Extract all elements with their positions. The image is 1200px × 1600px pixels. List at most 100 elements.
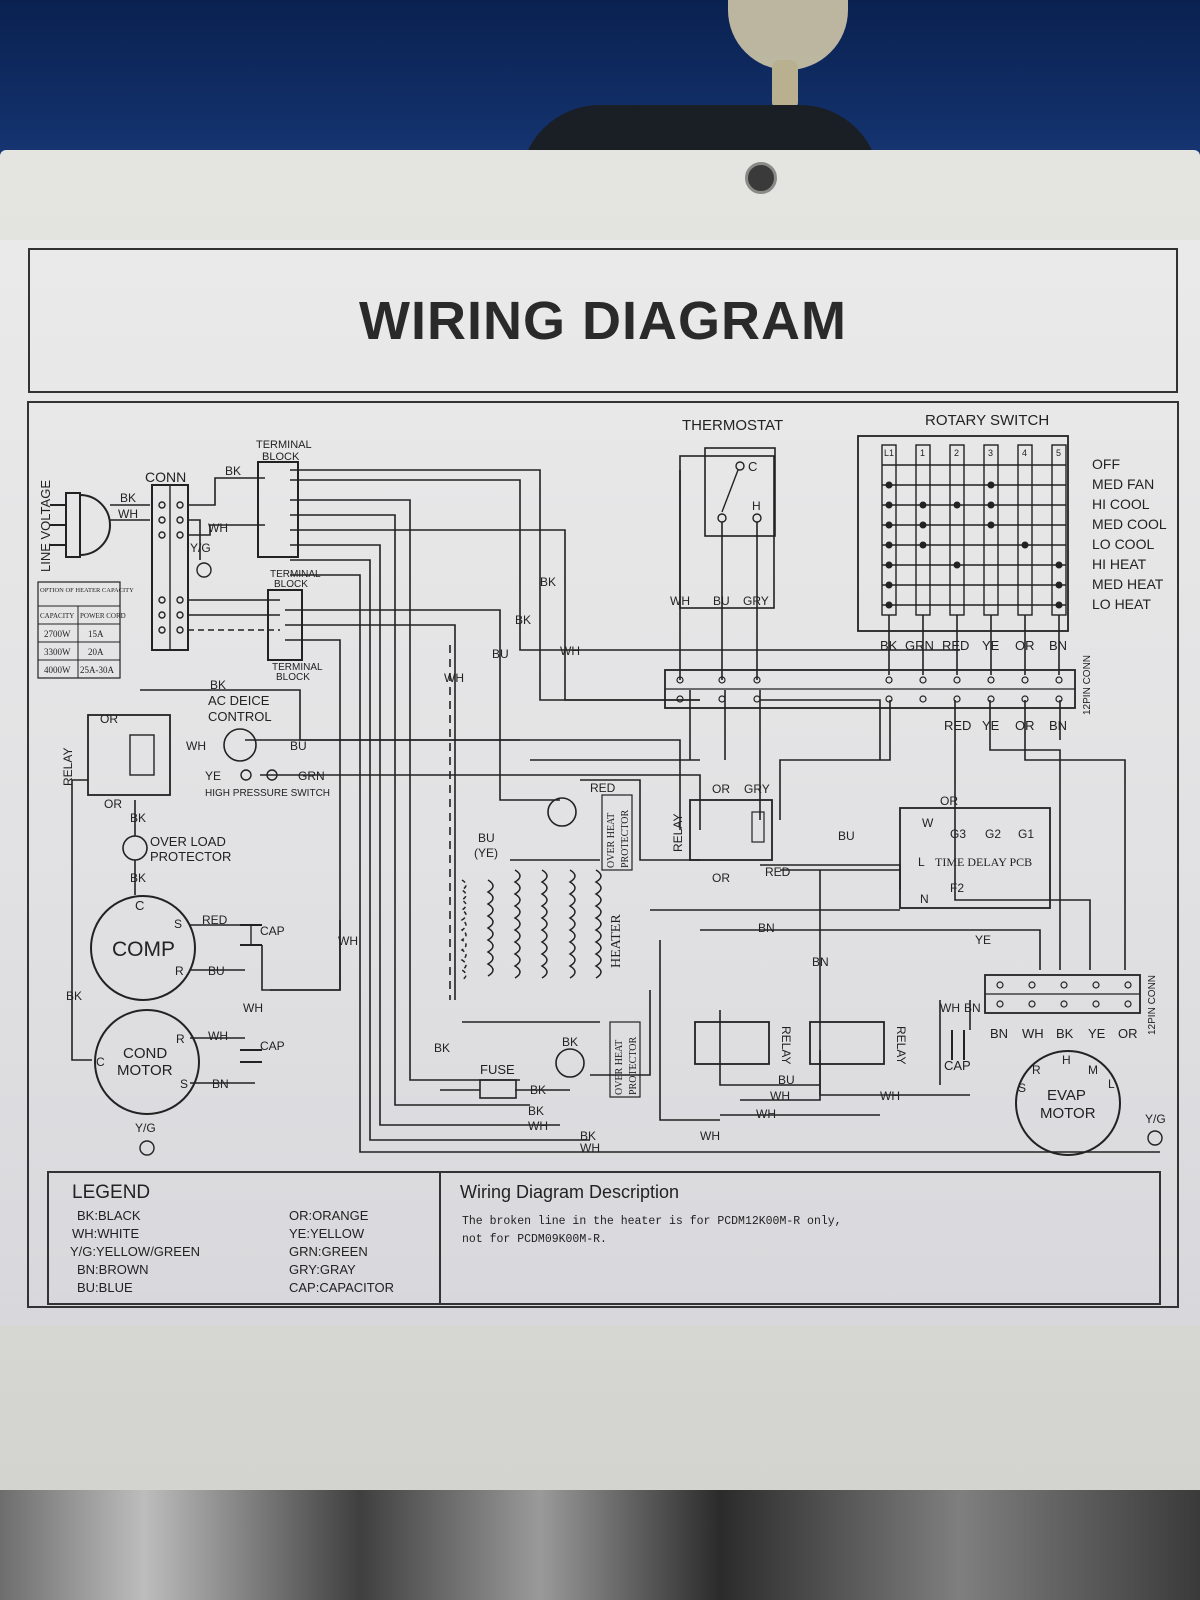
terminal-block-mid-label2: BLOCK	[274, 579, 308, 590]
pcb-wire-or: OR	[940, 794, 958, 808]
pin-wire-bn: BN	[1049, 718, 1067, 733]
time-delay-label: TIME DELAY PCB	[935, 855, 1032, 869]
compressor-relay	[87, 714, 171, 796]
over-heat-top-label-1: OVER HEAT	[606, 813, 617, 868]
fan-relay-right	[809, 1021, 885, 1065]
rotary-col-label: 3	[988, 448, 993, 458]
description-line: not for PCDM09K00M-R.	[462, 1233, 607, 1246]
heater-relay-label: RELAY	[671, 814, 685, 852]
heater-capacity-cell: 4000W	[44, 665, 71, 675]
pin-wire-or: OR	[1015, 718, 1035, 733]
rotary-wire-label: OR	[1015, 638, 1035, 653]
rotary-switch-matrix	[881, 444, 1067, 616]
ohp-wire-red: RED	[590, 781, 616, 795]
diagram-frame	[27, 401, 1179, 1308]
relay-mid-wire-red: RED	[765, 865, 791, 879]
heater-cord-cell: 25A-30A	[80, 665, 114, 675]
deice-wire-bk: BK	[210, 678, 226, 692]
cond-motor-icon	[94, 1009, 200, 1115]
conn-wire-bk: BK	[225, 464, 241, 478]
evap-terminal-r: R	[1032, 1063, 1041, 1077]
cond-terminal-c: C	[96, 1055, 105, 1069]
legend-item: CAP:CAPACITOR	[289, 1280, 394, 1295]
cond-label-1: COND	[123, 1045, 167, 1062]
comp-terminal-c: C	[135, 898, 144, 913]
heater-relay	[689, 799, 773, 861]
heater-option-col2: POWER CORD	[80, 612, 126, 620]
thermostat-wire-gry: GRY	[743, 594, 769, 608]
relay-mid-wire-bu: BU	[838, 829, 855, 843]
over-heat-protector-bottom-icon	[555, 1048, 585, 1078]
conn-label: CONN	[145, 469, 186, 485]
evap-terminal-l: L	[1108, 1077, 1115, 1091]
thermostat-box	[679, 455, 775, 609]
over-heat-protector-top-icon	[547, 797, 577, 827]
pcb-terminal-label: F2	[950, 881, 964, 895]
fuse-label: FUSE	[480, 1062, 515, 1077]
terminal-block-bottom-label2: BLOCK	[276, 672, 310, 683]
rotary-output-wires	[888, 615, 1060, 675]
heater-option-table: OPTION OF HEATER CAPACITY CAPACITY POWER…	[37, 581, 134, 679]
relay-wire-or-bottom: OR	[104, 797, 122, 811]
pin-conn-bottom-label: 12PIN CONN	[1147, 975, 1158, 1035]
bundle-wire-wh2: WH	[580, 1141, 600, 1155]
wiring-label-sheet	[0, 240, 1200, 1325]
bundle-wire-wh: WH	[528, 1119, 548, 1133]
evap-cap-wire-wh: WH	[940, 1001, 960, 1015]
relay-wire-bn: BN	[758, 921, 775, 935]
relay-wire-bn2: BN	[812, 955, 829, 969]
relay-mid-wire-or2: OR	[712, 871, 730, 885]
ground-icon	[196, 562, 212, 578]
overload-label-1: OVER LOAD	[150, 834, 226, 849]
relay-mid-wire-or: OR	[712, 782, 730, 796]
evap-wire-bn: BN	[990, 1026, 1008, 1041]
thermostat-h-label: H	[752, 499, 761, 513]
evap-terminal-m: M	[1088, 1063, 1098, 1077]
fuse-wire-bk: BK	[530, 1083, 546, 1097]
deice-wire-wh: WH	[186, 739, 206, 753]
relay-mid-wire-gry: GRY	[744, 782, 770, 796]
terminal-block-mid-label: TERMINAL	[270, 569, 321, 580]
cond-wire-bk: BK	[66, 989, 82, 1003]
heater-option-col1: CAPACITY	[40, 612, 74, 620]
trunk-wire-bu: BU	[492, 647, 509, 661]
evap-motor-icon	[1015, 1050, 1121, 1156]
thermostat-l-terminal	[717, 513, 727, 523]
ac-deice-label-1: AC DEICE	[208, 693, 270, 708]
panel-screw	[745, 162, 777, 194]
overload-wire-bk: BK	[130, 871, 146, 885]
pcb-terminal-label: W	[922, 816, 934, 830]
thermostat-c-terminal	[735, 461, 745, 471]
thermostat-c-label: C	[748, 459, 757, 474]
heater-cord-cell: 20A	[88, 647, 104, 657]
evap-terminal-h: H	[1062, 1053, 1071, 1067]
heater-wire-ye: (YE)	[474, 846, 498, 860]
rotary-position-label: OFF	[1092, 456, 1120, 472]
heater-cord-cell: 15A	[88, 629, 104, 639]
trunk-wire-wh: WH	[560, 644, 580, 658]
evap-cap-label: CAP	[944, 1058, 971, 1073]
rotary-position-label: LO HEAT	[1092, 596, 1151, 612]
rotary-wire-label: BK	[880, 638, 898, 653]
rotary-position-label: LO COOL	[1092, 536, 1154, 552]
heater-wire-bu: BU	[478, 831, 495, 845]
thermostat-wire-bu: BU	[713, 594, 730, 608]
bundle-wire-wh3: WH	[700, 1129, 720, 1143]
description-line: The broken line in the heater is for PCD…	[462, 1215, 842, 1228]
pcb-terminal-label: G3	[950, 827, 966, 841]
rotary-wire-label: BN	[1049, 638, 1067, 653]
terminal-block-bottom	[267, 589, 303, 661]
heater-capacity-cell: 2700W	[44, 629, 71, 639]
legend-item: GRN:GREEN	[289, 1244, 368, 1259]
rotary-position-label: MED HEAT	[1092, 576, 1164, 592]
cond-terminal-s: S	[180, 1077, 188, 1091]
legend-item: YE:YELLOW	[289, 1226, 365, 1241]
cond-terminal-r: R	[176, 1032, 185, 1046]
yg-label: Y/G	[190, 541, 211, 555]
ac-deice-label-2: CONTROL	[208, 709, 272, 724]
heater-coils	[460, 859, 602, 1023]
deice-control-icon	[223, 728, 257, 762]
plug-wire-wh: WH	[118, 507, 138, 521]
pcb-terminal-label: G2	[985, 827, 1001, 841]
pcb-terminal-label: N	[920, 892, 929, 906]
